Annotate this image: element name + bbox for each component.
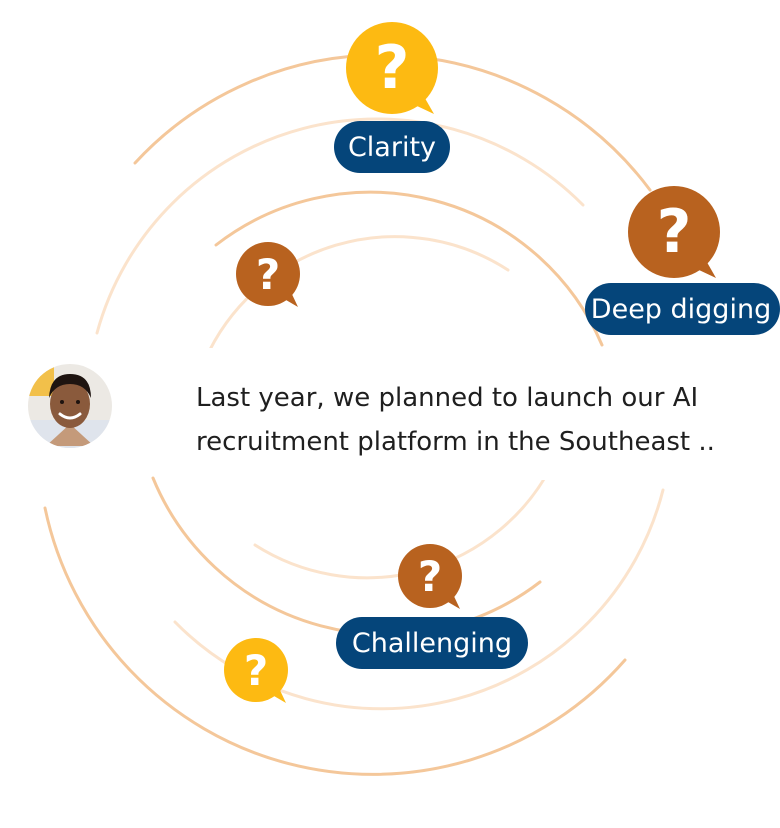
question-bubble-icon: ? (224, 638, 288, 703)
ring-arc (43, 506, 627, 776)
question-bubble-icon: ? (628, 186, 720, 278)
tag-clarity-label: Clarity (348, 132, 436, 163)
tag-challenging: Challenging (336, 617, 528, 669)
question-bubble-icon: ? (398, 544, 462, 609)
tag-deep-digging-label: Deep digging (591, 294, 771, 325)
message: Last year, we planned to launch our AI r… (196, 383, 715, 457)
svg-text:?: ? (375, 33, 410, 103)
ring-arc (203, 235, 510, 362)
tag-deep-digging: Deep digging (585, 283, 780, 335)
message-card (150, 348, 710, 480)
svg-text:?: ? (418, 552, 442, 601)
svg-text:?: ? (244, 646, 268, 695)
svg-text:?: ? (256, 250, 280, 299)
ring-arc (214, 190, 604, 347)
tag-clarity: Clarity (334, 121, 450, 173)
tag-challenging-label: Challenging (352, 628, 512, 659)
ring-arc (95, 117, 585, 335)
message-line-2: recruitment platform in the Southeast .. (196, 427, 715, 457)
question-bubble-icon: ? (236, 242, 300, 307)
svg-text:?: ? (657, 197, 692, 267)
question-bubble-icon: ? (346, 22, 438, 114)
ring-arc (151, 476, 542, 636)
message-line-1: Last year, we planned to launch our AI (196, 383, 698, 413)
avatar (28, 364, 112, 448)
